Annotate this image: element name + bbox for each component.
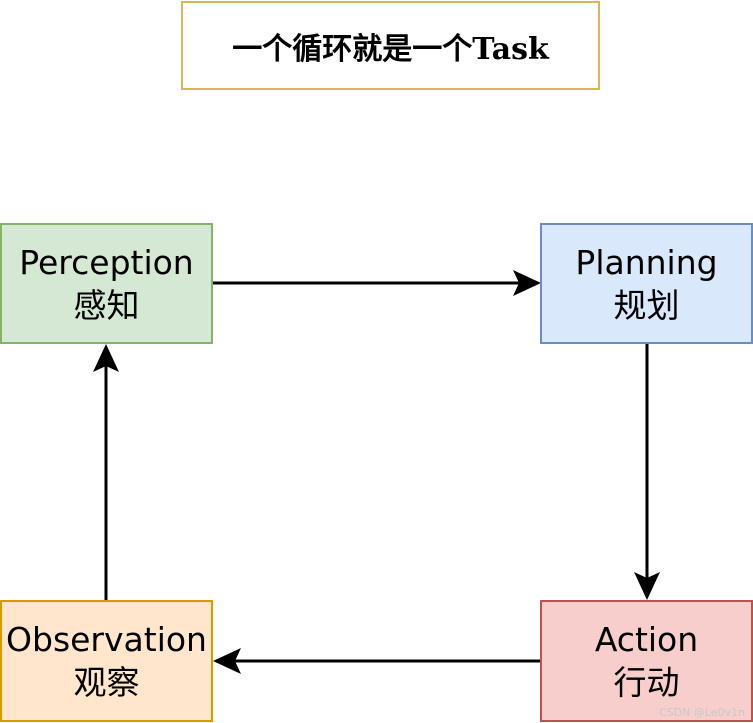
node-observation: Observation 观察	[0, 600, 213, 722]
node-planning: Planning 规划	[540, 223, 753, 344]
node-perception-label-en: Perception	[19, 242, 194, 282]
node-observation-label-en: Observation	[6, 620, 207, 659]
edge-action-to-observation	[213, 648, 540, 674]
edge-observation-to-perception	[93, 344, 119, 600]
edge-planning-to-action	[634, 344, 660, 600]
node-action: Action 行动	[540, 600, 753, 722]
node-planning-label-zh: 规划	[613, 285, 680, 325]
watermark: CSDN @Le0v1n	[658, 706, 745, 719]
diagram-title: 一个循环就是一个Task	[181, 1, 600, 90]
node-planning-label-en: Planning	[575, 242, 718, 282]
node-action-label-zh: 行动	[613, 663, 680, 702]
node-action-label-en: Action	[594, 620, 699, 659]
edge-perception-to-planning	[213, 270, 541, 296]
node-perception: Perception 感知	[0, 223, 213, 344]
node-perception-label-zh: 感知	[73, 285, 140, 325]
node-observation-label-zh: 观察	[73, 663, 140, 702]
